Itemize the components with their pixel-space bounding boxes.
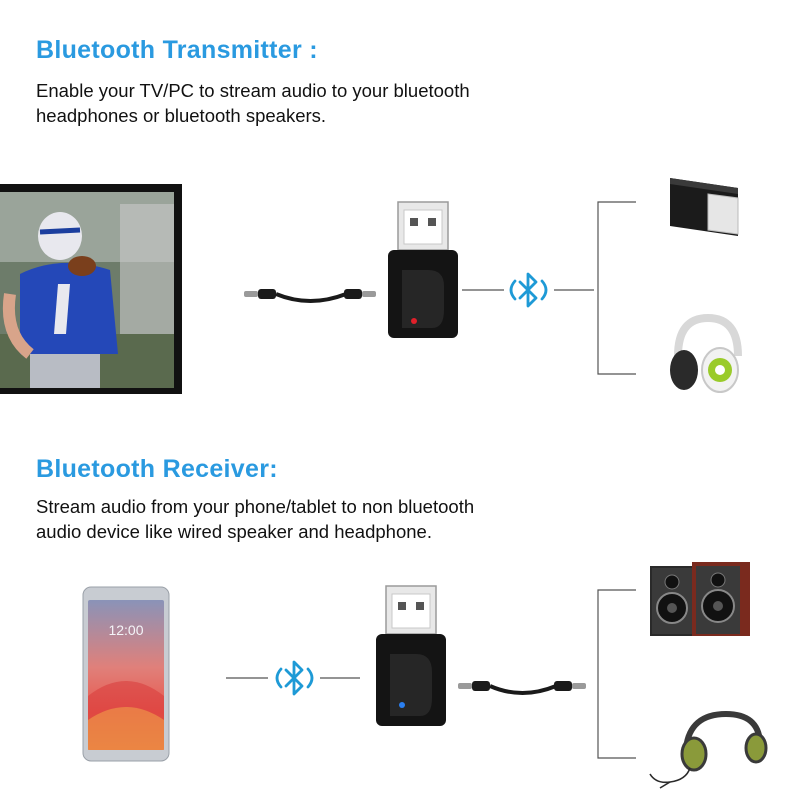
transmitter-heading: Bluetooth Transmitter : bbox=[36, 36, 318, 64]
receiver-description-line-2: audio device like wired speaker and head… bbox=[36, 521, 432, 542]
bluetooth-icon bbox=[275, 660, 314, 696]
bluetooth-link-transmitter bbox=[462, 272, 594, 308]
audio-cable-receiver bbox=[458, 681, 586, 695]
transmitter-led bbox=[411, 318, 417, 324]
transmitter-description: Enable your TV/PC to stream audio to you… bbox=[36, 78, 470, 128]
receiver-description: Stream audio from your phone/tablet to n… bbox=[36, 494, 474, 544]
output-bracket-receiver bbox=[597, 589, 636, 759]
bluetooth-icon bbox=[509, 272, 548, 308]
receiver-description-line-1: Stream audio from your phone/tablet to n… bbox=[36, 496, 475, 517]
phone-clock: 12:00 bbox=[108, 622, 144, 638]
transmitter-description-line-2: headphones or bluetooth speakers. bbox=[36, 105, 327, 126]
bluetooth-link-receiver bbox=[226, 660, 360, 696]
bookshelf-speakers-image bbox=[650, 562, 750, 636]
usb-adapter-receiver bbox=[376, 585, 446, 726]
bluetooth-speaker-image bbox=[670, 178, 739, 236]
tv-screen-image bbox=[0, 184, 182, 394]
transmitter-description-line-1: Enable your TV/PC to stream audio to you… bbox=[36, 80, 470, 101]
smartphone-image: 12:00 bbox=[82, 586, 170, 762]
headphones-white-image bbox=[670, 313, 742, 393]
usb-adapter-transmitter bbox=[388, 201, 458, 338]
receiver-heading: Bluetooth Receiver: bbox=[36, 455, 278, 483]
wired-headphones-image bbox=[649, 710, 768, 789]
output-bracket-transmitter bbox=[597, 201, 636, 375]
receiver-led bbox=[399, 702, 405, 708]
audio-cable-transmitter bbox=[244, 289, 376, 303]
